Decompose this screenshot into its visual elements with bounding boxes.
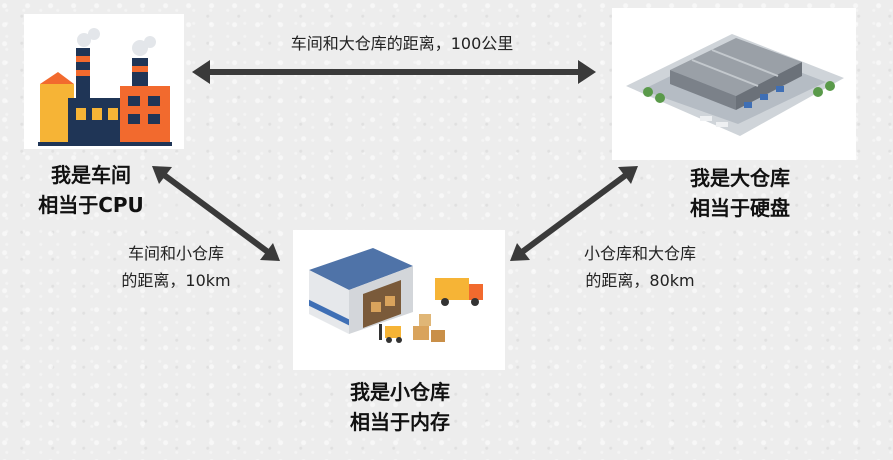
distance-small-big-warehouse: 小仓库和大仓库 的距离，80km bbox=[545, 240, 735, 294]
big-warehouse-label: 我是大仓库 相当于硬盘 bbox=[640, 163, 840, 223]
distance-line-1: 小仓库和大仓库 bbox=[583, 244, 696, 263]
big-warehouse-illustration-card bbox=[612, 8, 856, 160]
small-warehouse-label: 我是小仓库 相当于内存 bbox=[310, 377, 490, 437]
distance-text: 车间和大仓库的距离，100公里 bbox=[290, 34, 514, 53]
node-title: 我是小仓库 bbox=[350, 380, 450, 404]
node-title: 我是车间 bbox=[51, 163, 131, 187]
arrowhead-big bbox=[618, 166, 638, 184]
arrow-workshop-small-warehouse bbox=[157, 169, 275, 258]
workshop-label: 我是车间 相当于CPU bbox=[6, 160, 176, 220]
node-subtitle: 相当于内存 bbox=[350, 410, 450, 434]
arrowhead-left bbox=[192, 60, 210, 84]
factory-illustration-card bbox=[24, 14, 184, 149]
arrowhead-small-right bbox=[510, 243, 530, 261]
small-warehouse-illustration-card bbox=[293, 230, 505, 370]
arrowhead-right bbox=[578, 60, 596, 84]
distance-line-2: 的距离，10km bbox=[121, 271, 231, 290]
node-subtitle: 相当于CPU bbox=[38, 193, 144, 217]
factory-icon bbox=[38, 28, 172, 146]
small-warehouse-icon bbox=[309, 248, 483, 343]
distance-workshop-small-warehouse: 车间和小仓库 的距离，10km bbox=[86, 240, 266, 294]
distance-workshop-big-warehouse: 车间和大仓库的距离，100公里 bbox=[222, 30, 582, 57]
node-subtitle: 相当于硬盘 bbox=[690, 196, 790, 220]
arrow-small-big-warehouse bbox=[515, 169, 633, 258]
node-title: 我是大仓库 bbox=[690, 166, 790, 190]
arrowhead-small-left bbox=[260, 243, 280, 261]
arrowhead-workshop bbox=[152, 166, 172, 184]
distance-line-1: 车间和小仓库 bbox=[127, 244, 224, 263]
distance-line-2: 的距离，80km bbox=[585, 271, 695, 290]
big-warehouse-icon bbox=[626, 34, 844, 136]
